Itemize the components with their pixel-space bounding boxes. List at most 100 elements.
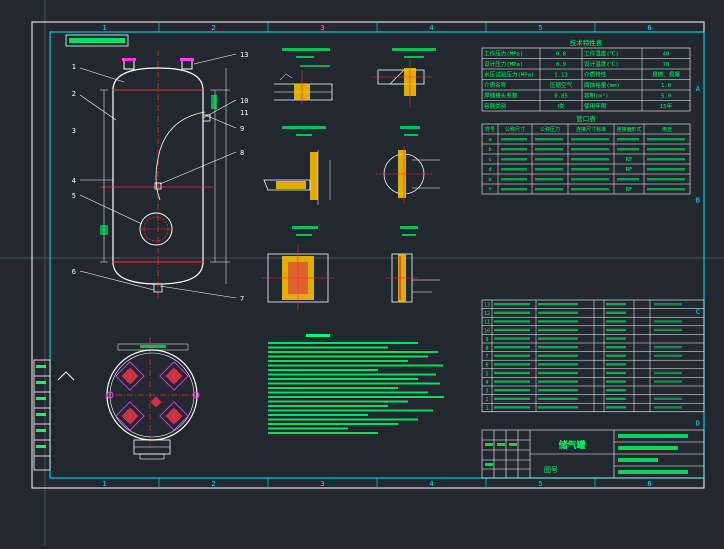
parts-cell-illegible [606, 371, 626, 375]
callout-number-left: 3 [72, 127, 76, 135]
column-marker-top: 5 [538, 24, 542, 32]
spec-value: 易燃、易爆 [652, 71, 680, 79]
parts-remark-illegible [654, 397, 682, 400]
parts-remark-illegible [654, 320, 682, 323]
nozzle-cell-illegible [535, 158, 563, 161]
spec-label: 介质特性 [584, 71, 607, 79]
spec-value: 40 [663, 52, 670, 58]
nozzle-cell-illegible [535, 168, 563, 171]
nozzle-table-title: 管口表 [576, 114, 596, 123]
parts-cell-illegible [538, 311, 578, 314]
nozzle-cell: a [488, 137, 491, 143]
nozzle-cell-illegible [535, 148, 563, 151]
parts-remark-illegible [654, 328, 682, 332]
nozzle-cell-illegible [501, 158, 527, 161]
callout-number-right: 9 [240, 125, 244, 133]
spec-value: 15年 [660, 102, 673, 110]
column-marker-top: 2 [211, 24, 215, 32]
parts-cell-illegible [606, 406, 626, 409]
column-marker-bottom: 5 [538, 480, 542, 488]
parts-cell-illegible [494, 328, 530, 332]
callout-number-right: 8 [240, 149, 244, 157]
title-block-drawing-label: 图号 [544, 466, 558, 474]
vessel-plan-view [105, 337, 200, 460]
callout-number-left: 5 [72, 192, 76, 200]
notes-line [268, 369, 378, 371]
parts-cell-illegible [606, 328, 626, 332]
parts-cell-illegible [538, 328, 578, 332]
parts-cell-illegible [606, 303, 626, 306]
row-marker: A [696, 85, 701, 93]
spec-label: 设计压力(MPa) [484, 60, 523, 68]
column-marker-bottom: 6 [647, 480, 651, 488]
parts-cell-illegible [606, 311, 626, 314]
nozzle-cell-illegible [535, 138, 563, 141]
parts-cell-illegible [494, 363, 530, 366]
callout-number-left: 6 [72, 268, 76, 276]
notes-line [268, 342, 418, 344]
notes-line [268, 378, 418, 380]
nozzle-header: 用途 [662, 126, 672, 133]
drawing-number-text [69, 38, 125, 43]
nozzle-cell-illegible [647, 188, 685, 191]
spec-table-title: 技术特性表 [570, 38, 603, 47]
parts-cell-illegible [606, 363, 626, 366]
nozzle-cell-illegible [571, 178, 609, 181]
parts-item-number: 12 [484, 311, 490, 317]
parts-remark-illegible [654, 346, 682, 349]
parts-cell-illegible [494, 389, 530, 392]
nozzle-cell-illegible [571, 138, 609, 141]
spec-label: 腐蚀裕量(mm) [584, 81, 620, 89]
parts-cell-illegible [538, 337, 578, 340]
parts-item-number: 10 [484, 328, 490, 334]
parts-cell-illegible [606, 320, 626, 323]
notes-line [268, 360, 408, 362]
spec-label: 焊缝接头系数 [484, 92, 518, 100]
parts-item-number: 1 [485, 406, 488, 412]
parts-cell-illegible [494, 311, 530, 314]
spec-value: 1.13 [554, 73, 567, 79]
parts-remark-illegible [654, 371, 682, 375]
notes-line [268, 418, 418, 421]
parts-item-number: 4 [485, 380, 488, 386]
notes-line [268, 400, 408, 403]
parts-cell-illegible [538, 389, 578, 392]
parts-remark-illegible [654, 354, 682, 357]
parts-cell-illegible [538, 371, 578, 375]
title-block [481, 429, 705, 479]
spec-value: 压缩空气 [550, 81, 573, 89]
nozzle-cell-illegible [647, 148, 685, 151]
nozzle-cell-illegible [501, 138, 527, 141]
nozzle-header: 连接面形式 [616, 126, 641, 133]
title-block-equipment-name: 储气罐 [558, 439, 585, 451]
ucs-icon [57, 371, 75, 381]
nozzle-cell-illegible [647, 178, 685, 181]
parts-cell-illegible [606, 354, 626, 357]
column-marker-top: 1 [102, 24, 106, 32]
title-block-fills [485, 434, 688, 474]
parts-item-number: 2 [485, 397, 488, 403]
column-marker-bottom: 1 [102, 480, 106, 488]
notes-line [268, 387, 398, 389]
spec-label: 容积(m³) [584, 92, 609, 100]
nozzle-header: 符号 [485, 126, 495, 133]
parts-cell-illegible [494, 320, 530, 323]
spec-label: 介质名称 [484, 81, 507, 89]
nozzle-cell-illegible [501, 178, 527, 181]
parts-cell-illegible [538, 303, 578, 306]
notes-line [268, 382, 440, 385]
spec-value: 1.0 [661, 83, 671, 89]
callout-number-left: 1 [72, 63, 76, 71]
callout-number-left: 2 [72, 90, 76, 98]
parts-cell-illegible [606, 346, 626, 349]
column-marker-top: 6 [647, 24, 651, 32]
vessel-elevation [100, 50, 230, 300]
spec-value: 0.9 [556, 62, 566, 68]
spec-value: 0.8 [556, 52, 567, 58]
